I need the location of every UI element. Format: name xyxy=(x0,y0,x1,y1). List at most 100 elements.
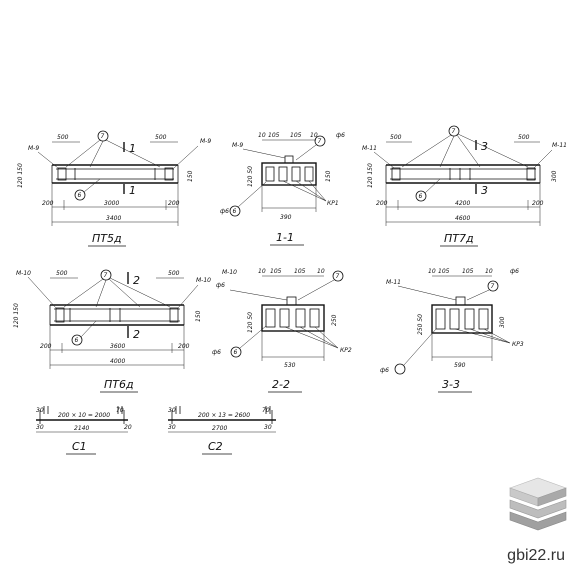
section-1-1: 10 105 105 10 ф6 М-9 7 ф6 6 КР1 120 50 1… xyxy=(220,132,345,246)
c1-title: С1 xyxy=(72,440,87,453)
pt7-height-left: 120 150 xyxy=(367,163,374,188)
sec33-dim-top-1: 105 xyxy=(438,268,450,275)
c1-small-0: 30 xyxy=(36,407,44,414)
pt5-dim-inner: 3000 xyxy=(104,200,119,207)
sec33-height-right: 300 xyxy=(499,316,506,328)
sec11-phi-left: ф6 xyxy=(220,208,229,215)
sec11-width: 390 xyxy=(280,214,292,221)
sec11-callout-7: 7 xyxy=(318,138,322,145)
sec33-width: 590 xyxy=(454,362,466,369)
pt7-height-right: 300 xyxy=(551,170,558,182)
sec33-height-left: 250 50 xyxy=(417,314,424,335)
sec22-phi-top: ф6 xyxy=(216,282,225,289)
pt5-callout-6: 6 xyxy=(78,192,82,199)
section-3-3: 10 105 105 10 ф6 М-11 7 ф6 КР3 250 50 30… xyxy=(380,268,524,393)
pt5-cut-label-bottom: 1 xyxy=(129,184,136,197)
c1-dim-1: 200 × 10 = 2000 xyxy=(58,412,110,419)
c1-small-1: 70 xyxy=(116,407,124,414)
pt6-height-left: 120 150 xyxy=(13,303,20,328)
c1-total: 2140 xyxy=(74,425,89,432)
pt6-height-right: 150 xyxy=(195,310,202,322)
pt7-dim-top-left: 500 xyxy=(390,134,402,141)
sec11-title: 1-1 xyxy=(276,231,294,244)
pt5-elevation: 500 500 М-9 М-9 7 6 1 1 120 150 150 200 … xyxy=(17,130,211,247)
sec22-dim-top-1: 105 xyxy=(270,268,282,275)
pt6-dim-top-left: 500 xyxy=(56,270,68,277)
sec11-height-right: 150 xyxy=(325,170,332,182)
pt7-dim-overall: 4600 xyxy=(455,215,470,222)
pt7-dim-top-right: 500 xyxy=(518,134,530,141)
sec11-dim-top-1: 105 xyxy=(268,132,280,139)
sec22-height-left: 120 50 xyxy=(247,312,254,333)
sec11-dim-top-3: 10 xyxy=(310,132,318,139)
c2-small-1: 70 xyxy=(262,407,270,414)
sec33-phi-top: ф6 xyxy=(510,268,519,275)
sec33-phi-left: ф6 xyxy=(380,367,389,374)
pt6-elevation: 500 500 М-10 М-10 7 6 2 2 120 150 150 20… xyxy=(13,269,211,393)
sec22-bar: КР2 xyxy=(340,347,352,354)
c2-title: С2 xyxy=(208,440,223,453)
sec22-width: 530 xyxy=(284,362,296,369)
c2-dim-2: 30 xyxy=(264,424,272,431)
stacked-slabs-icon xyxy=(509,477,567,531)
sec33-bar: КР3 xyxy=(512,341,524,348)
pt5-dim-bot-right: 200 xyxy=(168,200,180,207)
sec11-mark: М-9 xyxy=(232,142,243,149)
pt5-height-right: 150 xyxy=(187,170,194,182)
pt6-dim-bot-left: 200 xyxy=(40,343,52,350)
sec11-dim-top-2: 105 xyxy=(290,132,302,139)
pt5-dim-top-left: 500 xyxy=(57,134,69,141)
c2-dim-1: 200 × 13 = 2600 xyxy=(198,412,250,419)
sec33-dim-top-0: 10 xyxy=(428,268,436,275)
pt6-cut-label-bottom: 2 xyxy=(133,328,140,341)
pt5-cut-label-top: 1 xyxy=(129,142,136,155)
sec22-dim-top-3: 10 xyxy=(317,268,325,275)
pt6-title: ПТ6д xyxy=(104,378,134,391)
pt7-title: ПТ7д xyxy=(444,232,474,245)
sec11-dim-top-0: 10 xyxy=(258,132,266,139)
pt5-dim-bot-left: 200 xyxy=(42,200,54,207)
pt7-mark-left: М-11 xyxy=(362,145,377,152)
sec22-height-right: 250 xyxy=(331,314,338,326)
c1-mesh: 30 70 30 200 × 10 = 2000 20 2140 С1 xyxy=(36,406,132,455)
sec22-callout-6: 6 xyxy=(234,349,238,356)
pt7-callout-6: 6 xyxy=(419,193,423,200)
pt7-mark-right: М-11 xyxy=(552,142,567,149)
pt5-dim-overall: 3400 xyxy=(106,215,121,222)
pt5-title: ПТ5д xyxy=(92,232,122,245)
sec22-mark: М-10 xyxy=(222,269,237,276)
pt5-callout-7: 7 xyxy=(101,133,105,140)
sec22-title: 2-2 xyxy=(272,378,290,391)
pt6-dim-top-right: 500 xyxy=(168,270,180,277)
c2-dim-0: 30 xyxy=(168,424,176,431)
pt6-dim-inner: 3600 xyxy=(110,343,125,350)
c2-total: 2700 xyxy=(212,425,227,432)
pt6-dim-bot-right: 200 xyxy=(178,343,190,350)
pt6-cut-label-top: 2 xyxy=(133,274,140,287)
sec11-bar: КР1 xyxy=(327,200,339,207)
c2-mesh: 30 70 30 200 × 13 = 2600 30 2700 С2 xyxy=(168,406,276,455)
pt7-dim-inner: 4200 xyxy=(455,200,470,207)
sec22-dim-top-0: 10 xyxy=(258,268,266,275)
pt5-height-left: 120 150 xyxy=(17,163,24,188)
sec33-mark: М-11 xyxy=(386,279,401,286)
sec33-dim-top-2: 105 xyxy=(462,268,474,275)
pt5-mark-left: М-9 xyxy=(28,145,39,152)
pt6-callout-6: 6 xyxy=(75,337,79,344)
c1-dim-0: 30 xyxy=(36,424,44,431)
sec33-dim-top-3: 10 xyxy=(485,268,493,275)
sec22-callout-7: 7 xyxy=(336,273,340,280)
pt7-callout-7: 7 xyxy=(452,128,456,135)
site-watermark: gbi22.ru xyxy=(507,547,565,564)
sec33-callout-7: 7 xyxy=(491,283,495,290)
pt5-mark-right: М-9 xyxy=(200,138,211,145)
pt7-cut-label-top: 3 xyxy=(481,140,488,153)
pt6-mark-left: М-10 xyxy=(16,270,31,277)
section-2-2: 10 105 105 10 ф6 М-10 7 ф6 6 КР2 120 50 … xyxy=(212,268,352,393)
pt6-mark-right: М-10 xyxy=(196,277,211,284)
c1-dim-2: 20 xyxy=(124,424,132,431)
sec11-height-left: 120 50 xyxy=(247,166,254,187)
pt7-dim-bot-right: 200 xyxy=(532,200,544,207)
sec11-phi-top: ф6 xyxy=(336,132,345,139)
